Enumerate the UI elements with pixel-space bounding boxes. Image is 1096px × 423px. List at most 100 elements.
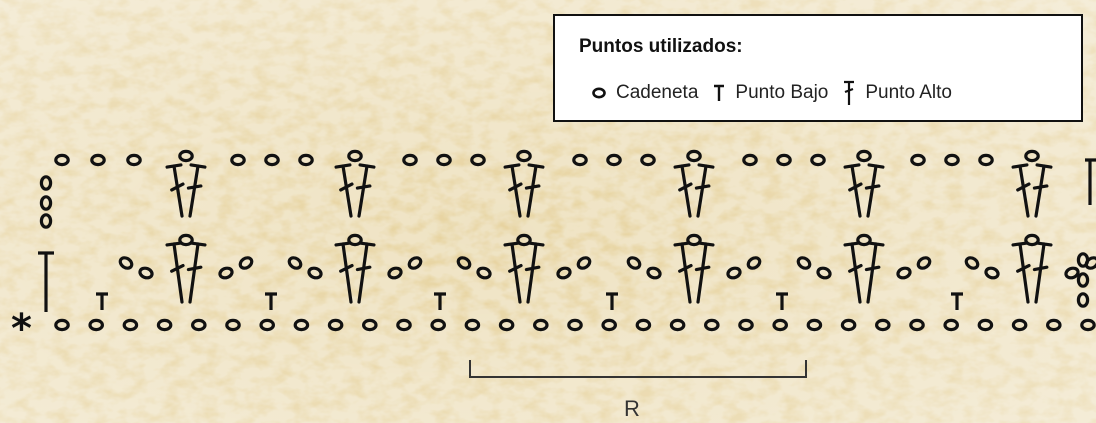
single-crochet-stitch [265, 292, 277, 310]
chain-stitch [39, 195, 53, 211]
legend-label-double-crochet: Punto Alto [865, 82, 952, 103]
double-crochet-stitch [524, 241, 545, 304]
double-crochet-stitch [186, 163, 207, 218]
double-crochet-stitch [165, 163, 185, 218]
double-crochet-stitch [864, 163, 885, 218]
chain-stitch [840, 318, 857, 332]
chain-stitch [984, 266, 1000, 280]
single-crochet-stitch [951, 292, 963, 310]
double-crochet-icon [844, 80, 855, 105]
double-crochet-stitch [673, 163, 693, 218]
double-crochet-stitch [334, 163, 354, 218]
double-crochet-stitch [1011, 241, 1031, 304]
double-crochet-stitch [694, 163, 715, 218]
chain-stitch [361, 318, 378, 332]
legend-title: Puntos utilizados: [579, 36, 743, 57]
chain-stitch [138, 266, 154, 280]
chain-stitch [978, 153, 994, 167]
chain-stitch [916, 256, 932, 270]
chain-stitch [90, 153, 106, 167]
chain-stitch [430, 318, 446, 332]
single-crochet-t-icon [714, 84, 725, 101]
chain-stitch [516, 233, 532, 247]
chain-stitch [39, 175, 53, 191]
chain-stitch [287, 256, 303, 270]
chain-oval-icon [592, 87, 606, 99]
double-crochet-stitch [1032, 241, 1053, 304]
chain-stitch [118, 256, 134, 270]
chain-stitch [1046, 318, 1062, 332]
legend-item-single-crochet: Punto Bajo [712, 82, 828, 104]
chain-stitch [1076, 292, 1090, 308]
chain-stitch [816, 266, 832, 280]
legend-item-double-crochet: Punto Alto [842, 80, 952, 106]
chain-stitch [1084, 256, 1096, 270]
chain-stitch [1011, 318, 1028, 332]
chain-stitch [347, 233, 363, 247]
chain-stitch [1076, 252, 1090, 268]
chain-stitch [1024, 233, 1040, 247]
chain-stitch [646, 266, 662, 280]
chain-stitch [436, 153, 452, 167]
chain-stitch [225, 318, 241, 332]
chain-stitch [126, 153, 142, 167]
chain-stitch [910, 153, 926, 167]
chain-stitch [178, 233, 194, 247]
chain-stitch [738, 318, 754, 332]
chain-stitch [669, 318, 686, 332]
chain-stitch [640, 153, 656, 167]
chain-stitch [387, 266, 403, 280]
chain-stitch [396, 318, 412, 332]
chain-stitch [456, 256, 472, 270]
single-crochet-stitch [38, 251, 54, 312]
chain-stitch [635, 318, 652, 332]
single-crochet-stitch [1085, 158, 1096, 205]
chain-stitch [402, 153, 418, 167]
double-crochet-stitch [694, 241, 715, 304]
start-marker: * [11, 306, 32, 352]
chain-stitch [703, 318, 720, 332]
chain-stitch [626, 256, 642, 270]
chain-stitch [601, 318, 617, 332]
chain-stitch [122, 318, 139, 332]
chain-stitch [156, 318, 173, 332]
chain-stitch [407, 256, 423, 270]
repeat-label: R [624, 396, 640, 421]
double-crochet-stitch [673, 241, 693, 304]
chain-stitch [39, 213, 53, 229]
single-crochet-stitch [434, 292, 446, 310]
chain-stitch [259, 318, 275, 332]
chain-stitch [464, 318, 481, 332]
chain-stitch [1080, 318, 1096, 332]
double-crochet-stitch [1011, 163, 1031, 218]
single-crochet-stitch [96, 292, 108, 310]
chain-stitch [686, 149, 702, 163]
chain-stitch [1024, 149, 1040, 163]
chain-stitch [964, 256, 980, 270]
chain-stitch [856, 149, 872, 163]
chain-stitch [298, 153, 314, 167]
double-crochet-stitch [843, 163, 863, 218]
chain-stitch [516, 149, 532, 163]
chain-stitch [606, 153, 622, 167]
chain-stitch [909, 318, 925, 332]
single-crochet-stitch [606, 292, 618, 310]
single-crochet-stitch [776, 292, 788, 310]
legend-label-single-crochet: Punto Bajo [735, 82, 829, 103]
double-crochet-stitch [864, 241, 885, 304]
chain-stitch [796, 256, 812, 270]
legend-item-chain: Cadeneta [591, 82, 698, 104]
chain-stitch [576, 256, 592, 270]
double-crochet-stitch [355, 163, 376, 218]
chain-stitch [470, 153, 486, 167]
double-crochet-stitch [843, 241, 863, 304]
chain-stitch [556, 266, 572, 280]
chain-stitch [307, 266, 323, 280]
chain-stitch [327, 318, 344, 332]
legend-box: Puntos utilizados: Cadeneta Punto Bajo P… [553, 14, 1083, 122]
chain-stitch [54, 153, 70, 167]
double-crochet-stitch [334, 241, 354, 304]
chain-stitch [977, 318, 994, 332]
chain-stitch [532, 318, 549, 332]
chain-stitch [1064, 266, 1080, 280]
